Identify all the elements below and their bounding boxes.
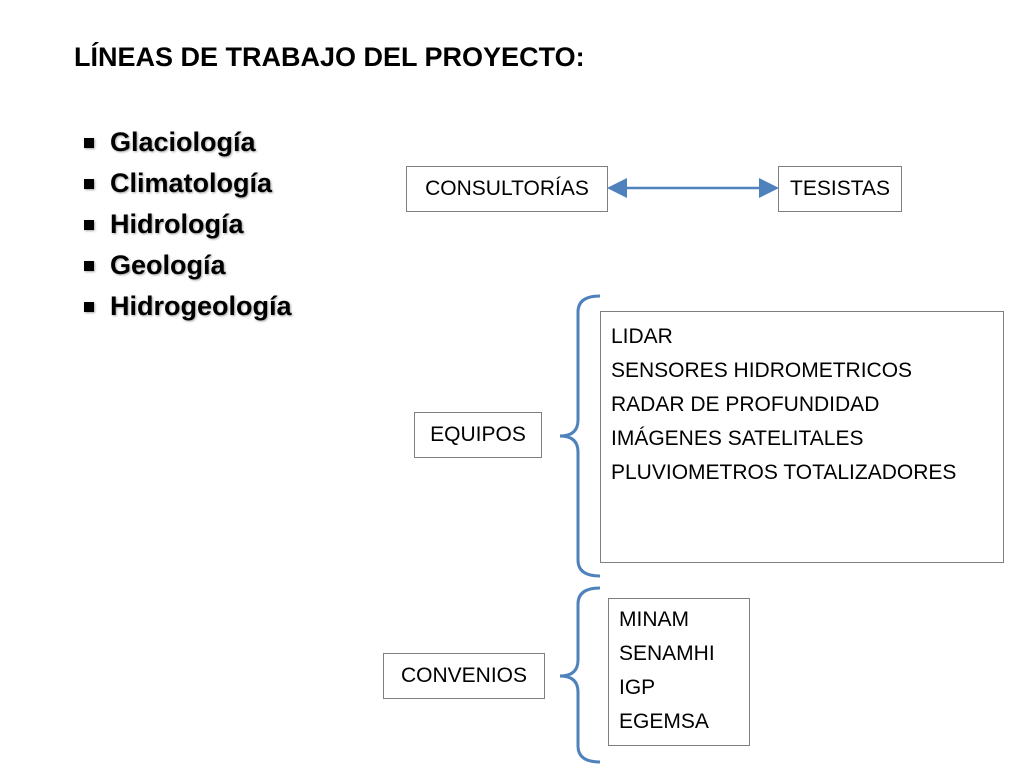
list-item: Geología — [84, 245, 292, 286]
page-title: LÍNEAS DE TRABAJO DEL PROYECTO: — [74, 42, 585, 72]
list-item-label: Glaciología — [110, 127, 256, 157]
equipos-item: LIDAR — [611, 325, 673, 348]
square-bullet-icon — [84, 219, 94, 230]
equipos-item: RADAR DE PROFUNDIDAD — [611, 393, 880, 416]
list-item: Climatología — [84, 163, 292, 204]
equipos-item: IMÁGENES SATELITALES — [611, 427, 864, 450]
convenios-item: IGP — [619, 676, 656, 699]
convenios-items-box: MINAM SENAMHI IGP EGEMSA — [608, 598, 750, 746]
convenios-item: SENAMHI — [619, 642, 715, 665]
list-item: Hidrología — [84, 204, 292, 245]
list-item-label: Hidrología — [110, 209, 244, 239]
list-item-label: Climatología — [110, 168, 273, 198]
equipos-box: EQUIPOS — [414, 412, 542, 458]
square-bullet-icon — [84, 137, 94, 148]
work-lines-list: Glaciología Climatología Hidrología Geol… — [84, 122, 292, 327]
square-bullet-icon — [84, 301, 94, 312]
convenios-box: CONVENIOS — [383, 653, 545, 699]
convenios-brace — [559, 586, 601, 764]
convenios-item: EGEMSA — [619, 710, 709, 733]
square-bullet-icon — [84, 178, 94, 189]
consultorias-box: CONSULTORÍAS — [406, 166, 608, 212]
list-item: Hidrogeología — [84, 286, 292, 327]
equipos-items-box: LIDAR SENSORES HIDROMETRICOS RADAR DE PR… — [600, 311, 1004, 563]
tesistas-box: TESISTAS — [778, 166, 902, 212]
equipos-brace — [559, 294, 601, 578]
list-item: Glaciología — [84, 122, 292, 163]
convenios-item: MINAM — [619, 608, 689, 631]
equipos-item: PLUVIOMETROS TOTALIZADORES — [611, 461, 957, 484]
square-bullet-icon — [84, 260, 94, 271]
list-item-label: Hidrogeología — [110, 291, 292, 321]
list-item-label: Geología — [110, 250, 226, 280]
equipos-item: SENSORES HIDROMETRICOS — [611, 359, 913, 382]
